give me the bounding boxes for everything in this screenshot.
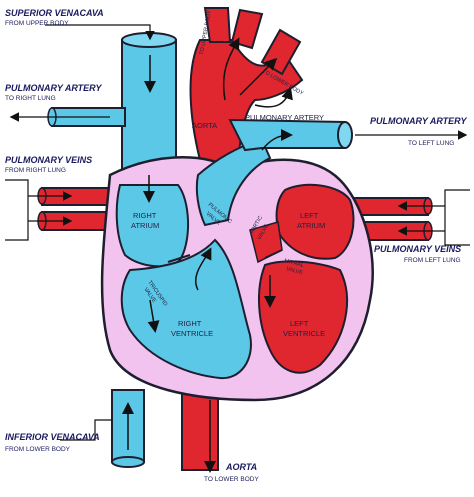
callout-sub: TO LOWER BODY: [204, 476, 259, 483]
callout-sub: FROM LEFT LUNG: [404, 257, 461, 264]
callout-sub: FROM RIGHT LUNG: [5, 167, 66, 174]
label-pulmonary-artery: PULMONARY ARTERY: [245, 113, 324, 122]
pulmonary-trunk: [195, 138, 272, 227]
callout-title: PULMONARY ARTERY: [5, 83, 103, 93]
aorta-branch-1: [203, 7, 232, 43]
label-aorta: AORTA: [192, 121, 217, 130]
left-ventricle: [257, 260, 348, 374]
callout-title: SUPERIOR VENACAVA: [5, 8, 104, 18]
callout-sub: TO LEFT LUNG: [408, 140, 454, 147]
callout-pulmonary-artery-left: PULMONARY ARTERY TO RIGHT LUNG: [5, 83, 103, 102]
mitral-valve-line: [264, 249, 283, 259]
callout-title: INFERIOR VENACAVA: [5, 432, 100, 442]
label-left-atrium-1: LEFT: [300, 211, 319, 220]
label-right-atrium-2: ATRIUM: [131, 221, 159, 230]
right-ventricle: [120, 238, 252, 380]
callout-title: AORTA: [225, 462, 257, 472]
callout-title: PULMONARY ARTERY: [370, 116, 468, 126]
label-right-atrium-1: RIGHT: [133, 211, 157, 220]
callout-inferior-vena-cava: INFERIOR VENACAVA FROM LOWER BODY: [5, 432, 100, 453]
label-left-atrium-2: ATRIUM: [297, 221, 325, 230]
label-left-ventricle-2: VENTRICLE: [283, 329, 325, 338]
callout-title: PULMONARY VEINS: [374, 244, 461, 254]
callout-superior-vena-cava: SUPERIOR VENACAVA FROM UPPER BODY: [5, 8, 104, 27]
callout-sub: TO RIGHT LUNG: [5, 95, 56, 102]
label-right-ventricle-1: RIGHT: [178, 319, 202, 328]
callout-pulmonary-veins-right: PULMONARY VEINS FROM LEFT LUNG: [374, 244, 461, 264]
callout-sub: FROM UPPER BODY: [5, 20, 69, 27]
label-mitral-valve-1: MITRAL: [283, 258, 304, 269]
callout-pulmonary-artery-right: PULMONARY ARTERY TO LEFT LUNG: [370, 116, 468, 147]
callout-pulmonary-veins-left: PULMONARY VEINS FROM RIGHT LUNG: [5, 155, 92, 174]
tricuspid-valve-line: [167, 254, 191, 263]
callout-title: PULMONARY VEINS: [5, 155, 92, 165]
aorta-branch-2: [230, 8, 264, 50]
label-left-ventricle-1: LEFT: [290, 319, 309, 328]
callout-sub: FROM LOWER BODY: [5, 446, 71, 453]
label-right-ventricle-2: VENTRICLE: [171, 329, 213, 338]
callout-aorta-bottom: AORTA TO LOWER BODY: [204, 462, 259, 483]
label-mitral-valve-2: VALVE: [285, 266, 303, 276]
